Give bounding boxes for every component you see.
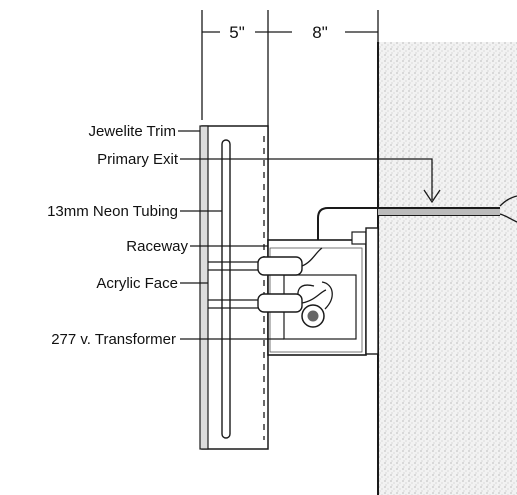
letter-return [201, 125, 269, 450]
dimension-8in: 8" [312, 23, 328, 42]
label-neon-tubing: 13mm Neon Tubing [47, 203, 178, 220]
primary-conduit [317, 195, 517, 240]
electrode-boots [257, 247, 327, 313]
label-primary-exit: Primary Exit [97, 151, 179, 168]
jewelite-trim [199, 125, 209, 450]
leader-lines [178, 130, 441, 340]
dimension-lines [201, 10, 379, 232]
label-transformer: 277 v. Transformer [51, 331, 176, 348]
dimension-5in: 5" [229, 23, 245, 42]
neon-tube [221, 139, 231, 439]
label-jewelite-trim: Jewelite Trim [88, 123, 176, 140]
label-acrylic-face: Acrylic Face [96, 275, 178, 292]
wall [377, 42, 517, 495]
label-raceway: Raceway [126, 238, 188, 255]
